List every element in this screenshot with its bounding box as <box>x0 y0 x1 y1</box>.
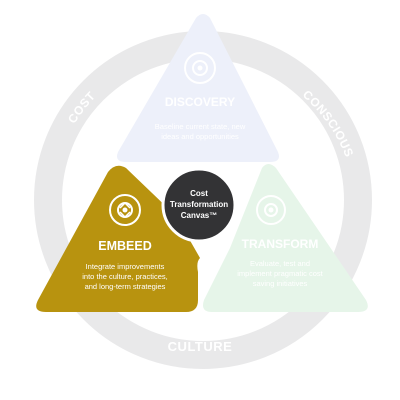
center-line-2: Transformation <box>170 200 228 209</box>
sector-embeed: EMBEED Integrate improvements into the c… <box>36 165 201 312</box>
transform-desc-line-1: Evaluate, test and <box>250 259 310 268</box>
embeed-desc-line-3: and long-term strategies <box>85 282 166 291</box>
discovery-triangle <box>117 14 279 162</box>
discovery-title: DISCOVERY <box>165 95 235 109</box>
transform-triangle <box>203 164 368 312</box>
transform-title: TRANSFORM <box>242 237 319 251</box>
center-hub: Cost Transformation Canvas™ <box>161 167 237 243</box>
gear-cycle-icon <box>256 195 286 225</box>
sector-transform: TRANSFORM Evaluate, test and implement p… <box>203 164 368 312</box>
sector-discovery: DISCOVERY Baseline current state, new id… <box>117 14 279 162</box>
center-circle <box>161 167 237 243</box>
embeed-desc-line-2: into the culture, practices, <box>82 272 167 281</box>
discovery-desc-line-2: ideas and opportunities <box>161 132 239 141</box>
ring-label-culture: CULTURE <box>168 339 233 354</box>
embeed-triangle <box>36 165 201 312</box>
gear-cycle-icon <box>109 194 141 226</box>
gear-cycle-icon <box>184 52 216 84</box>
embeed-title: EMBEED <box>98 239 151 253</box>
discovery-desc-line-1: Baseline current state, new <box>155 122 246 131</box>
embeed-desc-line-1: Integrate improvements <box>86 262 165 271</box>
transform-desc-line-3: saving initiatives <box>253 279 308 288</box>
center-line-3: Canvas™ <box>181 211 217 220</box>
center-line-1: Cost <box>190 189 208 198</box>
transform-desc-line-2: implement pragmatic cost <box>237 269 323 278</box>
